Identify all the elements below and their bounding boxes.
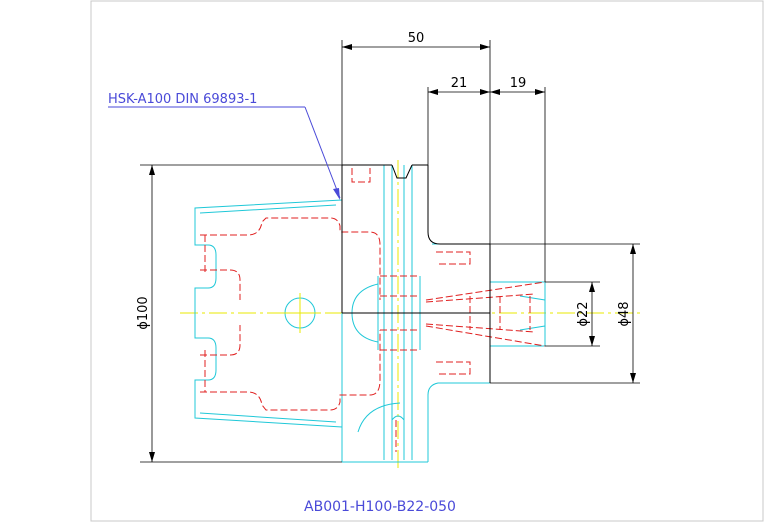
dim-dia-flange: ϕ100 [136, 296, 151, 329]
hidden-lines [200, 168, 546, 452]
main-outline [341, 164, 491, 383]
spec-leader [108, 106, 341, 199]
sheet-border [90, 0, 764, 522]
dim-length-a: 21 [451, 76, 468, 91]
dimension-lines [140, 40, 640, 463]
dimension-arrows [149, 44, 636, 462]
dim-length-overall: 50 [408, 31, 425, 46]
dim-length-b: 19 [510, 76, 527, 91]
spec-label: HSK-A100 DIN 69893-1 [108, 92, 257, 107]
drawing-title-code: AB001-H100-B22-050 [304, 499, 456, 515]
dim-dia-body: ϕ48 [617, 301, 632, 326]
spec-leader-arrow [333, 188, 340, 200]
dim-dia-bore: ϕ22 [576, 301, 591, 326]
